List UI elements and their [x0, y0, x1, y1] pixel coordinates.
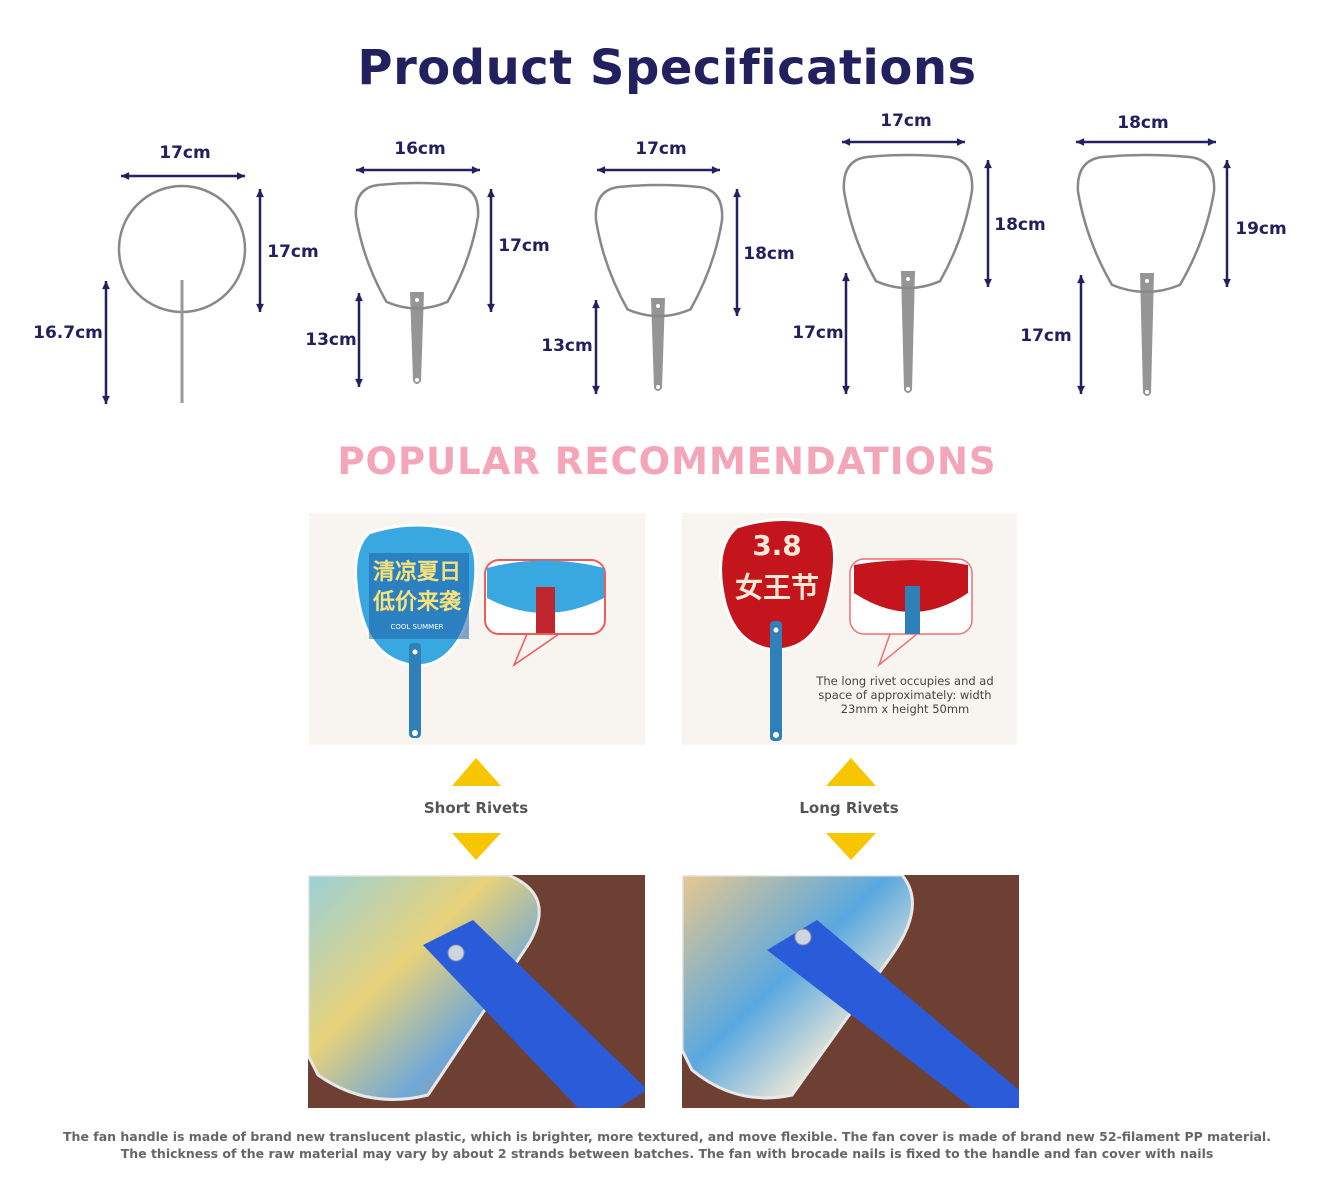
handle-length-arrow-head — [102, 395, 110, 404]
width-label: 16cm — [394, 139, 446, 159]
height-arrow-head — [487, 303, 495, 312]
width-arrow-head — [597, 166, 606, 174]
width-arrow-head — [842, 138, 851, 146]
handle-length-arrow-head — [842, 273, 850, 282]
fan-outline — [354, 181, 480, 310]
height-label: 19cm — [1235, 219, 1287, 239]
handle-length-arrow-head — [1077, 385, 1085, 394]
handle-length-label: 13cm — [541, 336, 593, 356]
logo-text: COOL SUMMER — [391, 623, 444, 631]
width-arrow-head — [121, 172, 130, 180]
width-arrow-head — [1076, 138, 1085, 146]
handle-length-label: 16.7cm — [33, 323, 103, 343]
height-label: 17cm — [267, 242, 319, 262]
short-rivet-closeup-photo — [308, 875, 645, 1108]
width-label: 17cm — [635, 139, 687, 159]
height-arrow-head — [984, 278, 992, 287]
long-rivet-note: The long rivet occupies and ad space of … — [816, 674, 994, 716]
height-arrow-head — [733, 189, 741, 198]
height-arrow-head — [487, 189, 495, 198]
handle-length-label: 17cm — [1020, 326, 1072, 346]
hang-hole — [656, 385, 660, 389]
height-arrow-head — [984, 160, 992, 169]
height-arrow-head — [256, 303, 264, 312]
fan-outline — [1076, 153, 1216, 294]
recommendations-title: POPULAR RECOMMENDATIONS — [337, 440, 997, 483]
handle-length-arrow-head — [592, 385, 600, 394]
height-arrow-head — [256, 189, 264, 198]
fan-handle — [651, 298, 665, 391]
handle-length-arrow-head — [355, 378, 363, 387]
width-label: 17cm — [880, 111, 932, 131]
long-rivets-label: Long Rivets — [799, 799, 899, 817]
height-arrow-head — [733, 307, 741, 316]
arrow-down-icon — [452, 833, 501, 860]
width-arrow-head — [956, 138, 965, 146]
height-label: 17cm — [498, 236, 550, 256]
arrow-up-icon — [452, 758, 501, 786]
height-arrow-head — [1223, 160, 1231, 169]
fan-outline — [842, 153, 974, 290]
logo-text: 女王节 — [735, 571, 819, 604]
height-label: 18cm — [994, 215, 1046, 235]
height-label: 18cm — [743, 244, 795, 264]
spec-diagrams — [102, 138, 1231, 404]
hang-hole — [415, 378, 419, 382]
fan-handle — [410, 292, 424, 384]
fan-outline — [594, 183, 724, 318]
rivet-hole — [656, 304, 660, 308]
page-title: Product Specifications — [357, 40, 977, 96]
arrow-up-icon — [826, 758, 876, 786]
hang-hole — [1145, 390, 1149, 394]
svg-text:清凉夏日: 清凉夏日 — [373, 559, 461, 585]
handle-length-label: 13cm — [305, 330, 357, 350]
handle-length-arrow-head — [592, 300, 600, 309]
width-arrow-head — [356, 166, 365, 174]
rivet-hole — [1145, 279, 1149, 283]
short-rivet-product-image: 清凉夏日 低价来袭 COOL SUMMER — [309, 513, 645, 745]
rivet-hole — [415, 298, 419, 302]
long-rivet-product-image: 3.8 女王节 — [682, 513, 1017, 745]
fan-handle — [1140, 273, 1154, 396]
width-label: 18cm — [1117, 113, 1169, 133]
width-arrow-head — [711, 166, 720, 174]
arrow-down-icon — [826, 833, 876, 860]
fan-handle — [901, 271, 915, 393]
width-arrow-head — [236, 172, 245, 180]
handle-length-label: 17cm — [792, 323, 844, 343]
width-arrow-head — [471, 166, 480, 174]
height-arrow-head — [1223, 278, 1231, 287]
hang-hole — [906, 387, 910, 391]
rivet-hole — [906, 277, 910, 281]
width-label: 17cm — [159, 143, 211, 163]
width-arrow-head — [1207, 138, 1216, 146]
handle-length-arrow-head — [355, 293, 363, 302]
short-rivets-label: Short Rivets — [423, 799, 529, 817]
material-description: The fan handle is made of brand new tran… — [63, 1129, 1271, 1161]
svg-text:低价来袭: 低价来袭 — [372, 590, 462, 615]
svg-text:3.8: 3.8 — [752, 529, 802, 562]
handle-length-arrow-head — [1077, 275, 1085, 284]
long-rivet-closeup-photo — [682, 875, 1019, 1108]
handle-length-arrow-head — [842, 385, 850, 394]
fan-handle — [180, 280, 184, 403]
handle-length-arrow-head — [102, 281, 110, 290]
